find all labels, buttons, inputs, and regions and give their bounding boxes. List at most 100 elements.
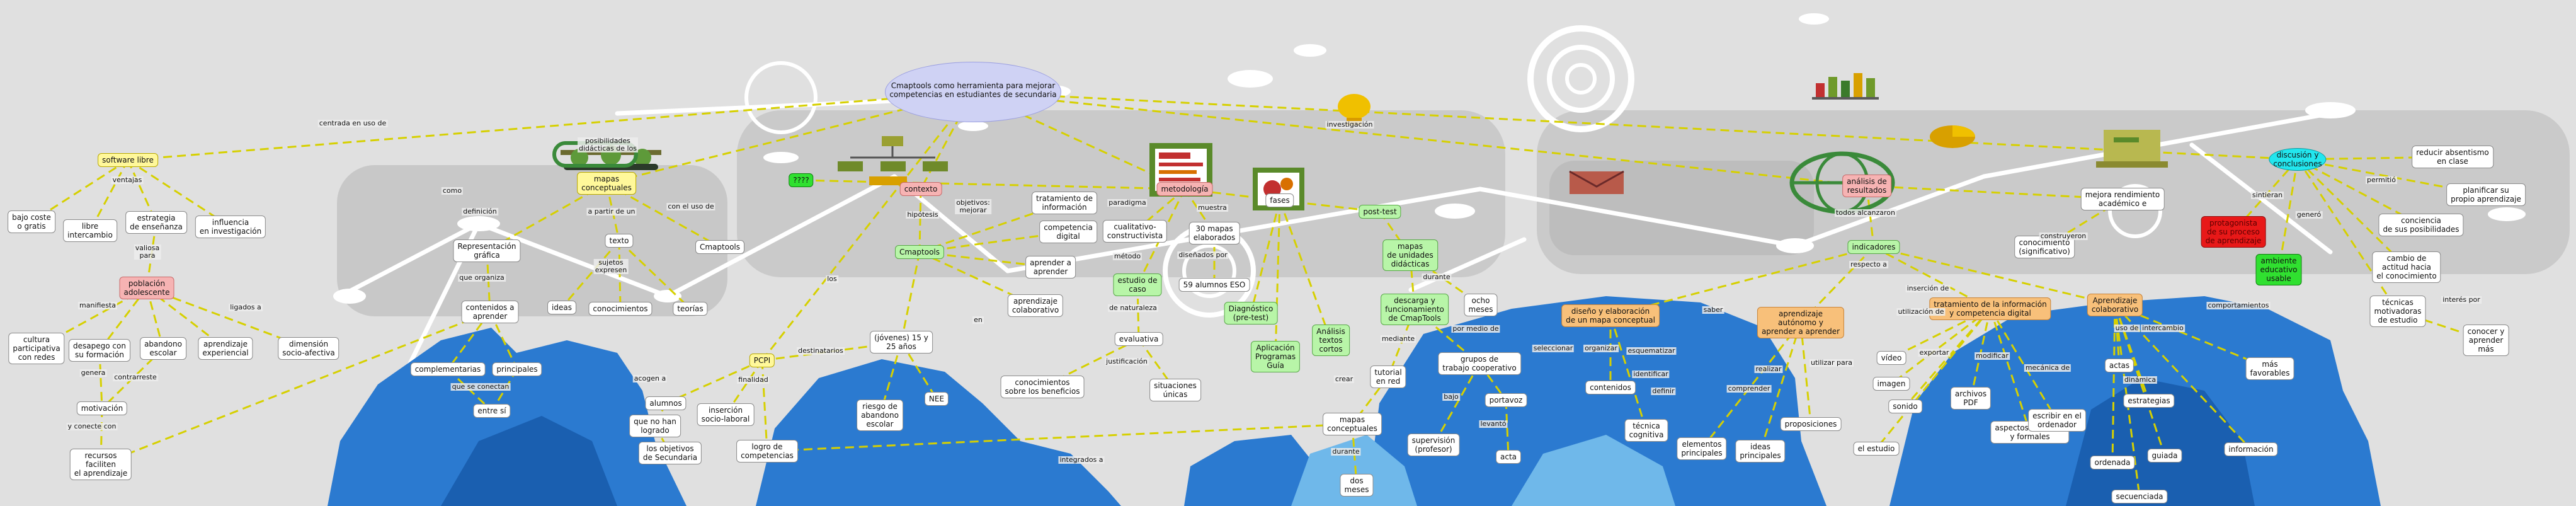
concept-n69[interactable]: técnica cognitiva: [1624, 419, 1668, 442]
concept-n39[interactable]: aprendizaje colaborativo: [1007, 294, 1064, 317]
concept-n17[interactable]: Cmaptools: [695, 240, 745, 254]
concept-n88[interactable]: información: [2224, 442, 2278, 456]
concept-n21[interactable]: contenidos a aprender: [461, 301, 519, 323]
concept-n97[interactable]: protagonista de su proceso de aprendizaj…: [2201, 216, 2266, 248]
concept-n9[interactable]: abandono escolar: [140, 337, 186, 360]
concept-n79[interactable]: archivos PDF: [1950, 387, 1992, 410]
concept-n84[interactable]: estrategias: [2123, 394, 2175, 408]
concept-n7[interactable]: cultura participativa con redes: [8, 333, 65, 364]
concept-root[interactable]: Cmaptools como herramienta para mejorar …: [885, 62, 1061, 122]
concept-n28[interactable]: los objetivos de Secundaria: [638, 442, 702, 464]
concept-n15[interactable]: Representación gráfica: [453, 239, 521, 262]
concept-n83[interactable]: actas: [2104, 359, 2134, 372]
concept-n58[interactable]: portavoz: [1485, 393, 1527, 407]
concept-n96[interactable]: conocer y aprender más: [2463, 325, 2509, 356]
concept-n40[interactable]: metodología: [1156, 182, 1213, 196]
concept-n50[interactable]: Diagnóstico (pre-test): [1224, 302, 1278, 325]
concept-n31[interactable]: (jóvenes) 15 y 25 años: [870, 331, 933, 354]
concept-n23[interactable]: principales: [492, 362, 542, 376]
concept-n63[interactable]: análisis de resultados: [1842, 175, 1891, 197]
concept-n29[interactable]: inserción socio-laboral: [697, 403, 755, 426]
concept-n81[interactable]: escribir en el ordenador: [2028, 409, 2086, 432]
concept-n30[interactable]: logro de competencias: [736, 440, 798, 463]
concept-n6[interactable]: población adolescente: [119, 277, 174, 299]
concept-n94[interactable]: cambio de actitud hacia el conocimiento: [2372, 251, 2441, 283]
link-line: [1432, 363, 1481, 446]
concept-n65[interactable]: indicadores: [1847, 240, 1900, 254]
concept-n26[interactable]: alumnos: [645, 396, 687, 410]
concept-n56[interactable]: grupos de trabajo cooperativo: [1438, 352, 1521, 375]
concept-n53[interactable]: mapas de unidades didácticas: [1382, 239, 1438, 271]
concept-n3[interactable]: libre intercambio: [63, 219, 117, 242]
concept-n74[interactable]: tratamiento de la información y competen…: [1929, 297, 2051, 320]
concept-n61[interactable]: supervisión (profesor): [1407, 434, 1460, 456]
concept-n67[interactable]: diseño y elaboración de un mapa conceptu…: [1561, 304, 1660, 327]
concept-n37[interactable]: competencia digital: [1039, 221, 1097, 243]
concept-n18[interactable]: ideas: [547, 301, 576, 314]
concept-n73[interactable]: proposiciones: [1780, 417, 1842, 431]
concept-n13[interactable]: recursos faciliten el aprendizaje: [69, 449, 132, 480]
concept-n86[interactable]: guiada: [2147, 449, 2182, 463]
concept-n42[interactable]: estudio de caso: [1113, 273, 1162, 296]
concept-n85[interactable]: ordenada: [2090, 456, 2135, 469]
concept-n8[interactable]: desapego con su formación: [69, 339, 130, 362]
concept-n16[interactable]: texto: [605, 234, 634, 248]
concept-n22[interactable]: complementarias: [410, 362, 486, 376]
concept-n5[interactable]: influencia en investigación: [195, 216, 266, 238]
concept-n20[interactable]: teorías: [673, 302, 708, 316]
concept-n45[interactable]: situaciones únicas: [1149, 379, 1201, 401]
concept-n44[interactable]: conocimientos sobre los beneficios: [1000, 376, 1085, 398]
concept-n27[interactable]: que no han logrado: [629, 415, 681, 437]
concept-n38[interactable]: aprender a aprender: [1025, 256, 1076, 279]
concept-n10[interactable]: aprendizaje experiencial: [198, 337, 253, 360]
concept-n41[interactable]: cualitativo- constructivista: [1102, 220, 1168, 243]
concept-n91[interactable]: reducir absentismo en clase: [2412, 146, 2493, 168]
concept-n4[interactable]: estrategia de enseñanza: [125, 211, 187, 234]
concept-n25[interactable]: PCPI: [749, 354, 775, 367]
concept-n33[interactable]: NEE: [924, 392, 949, 406]
concept-n2[interactable]: bajo coste o gratis: [8, 210, 55, 233]
concept-n87[interactable]: secuenciada: [2111, 490, 2168, 503]
concept-n24[interactable]: entre sí: [473, 404, 511, 418]
concept-n51[interactable]: Aplicación Programas Guía: [1250, 341, 1301, 372]
concept-n76[interactable]: imagen: [1872, 377, 1910, 391]
concept-n43[interactable]: evaluativa: [1114, 332, 1163, 346]
concept-n64[interactable]: mejora rendimiento académico e: [2080, 188, 2165, 210]
concept-n68[interactable]: contenidos: [1585, 381, 1636, 394]
concept-n49[interactable]: post-test: [1359, 205, 1401, 219]
concept-n14[interactable]: mapas conceptuales: [577, 172, 636, 195]
concept-n55[interactable]: descarga y funcionamiento de CmapTools: [1381, 294, 1449, 325]
concept-n57[interactable]: tutorial en red: [1370, 365, 1406, 388]
concept-n77[interactable]: sonido: [1888, 400, 1922, 413]
concept-n19[interactable]: conocimientos: [588, 302, 653, 316]
concept-n99[interactable]: ????: [789, 173, 814, 187]
concept-n47[interactable]: 59 alumnos ESO: [1178, 278, 1250, 292]
concept-n92[interactable]: planificar su propio aprendizaje: [2446, 183, 2526, 206]
concept-n95[interactable]: técnicas motivadoras de estudio: [2369, 296, 2426, 327]
concept-n48[interactable]: fases: [1265, 193, 1294, 207]
concept-n46[interactable]: 30 mapas elaborados: [1188, 222, 1240, 244]
concept-n11[interactable]: dimensión socio-afectiva: [278, 337, 339, 360]
concept-n70[interactable]: aprendizaje autónomo y aprender a aprend…: [1757, 307, 1845, 338]
concept-n75[interactable]: vídeo: [1876, 351, 1906, 365]
concept-n54[interactable]: ocho meses: [1464, 294, 1498, 316]
concept-n12[interactable]: motivación: [76, 401, 128, 415]
concept-n62[interactable]: acta: [1495, 450, 1522, 464]
concept-n71[interactable]: elementos principales: [1677, 437, 1727, 460]
link-label-l50: utilizar para: [1809, 359, 1854, 367]
concept-n82[interactable]: Aprendizaje colaborativo: [2087, 294, 2143, 316]
concept-n60[interactable]: dos meses: [1340, 474, 1374, 497]
concept-n89[interactable]: más favorables: [2245, 357, 2294, 380]
concept-n93[interactable]: conciencia de sus posibilidades: [2378, 214, 2464, 236]
concept-n1[interactable]: software libre: [98, 153, 158, 167]
concept-n52[interactable]: Análisis textos cortos: [1312, 325, 1350, 356]
concept-n34[interactable]: contexto: [899, 182, 942, 196]
concept-n32[interactable]: riesgo de abandono escolar: [857, 400, 903, 431]
concept-n78[interactable]: el estudio: [1853, 442, 1900, 456]
concept-n72[interactable]: ideas principales: [1735, 440, 1786, 463]
concept-n90[interactable]: discusión y conclusiones: [2269, 148, 2327, 171]
concept-n59[interactable]: mapas conceptuales: [1323, 413, 1382, 435]
concept-n98[interactable]: ambiente educativo usable: [2255, 254, 2302, 285]
concept-n35[interactable]: Cmaptools: [894, 245, 945, 259]
concept-n36[interactable]: tratamiento de información: [1032, 192, 1097, 214]
